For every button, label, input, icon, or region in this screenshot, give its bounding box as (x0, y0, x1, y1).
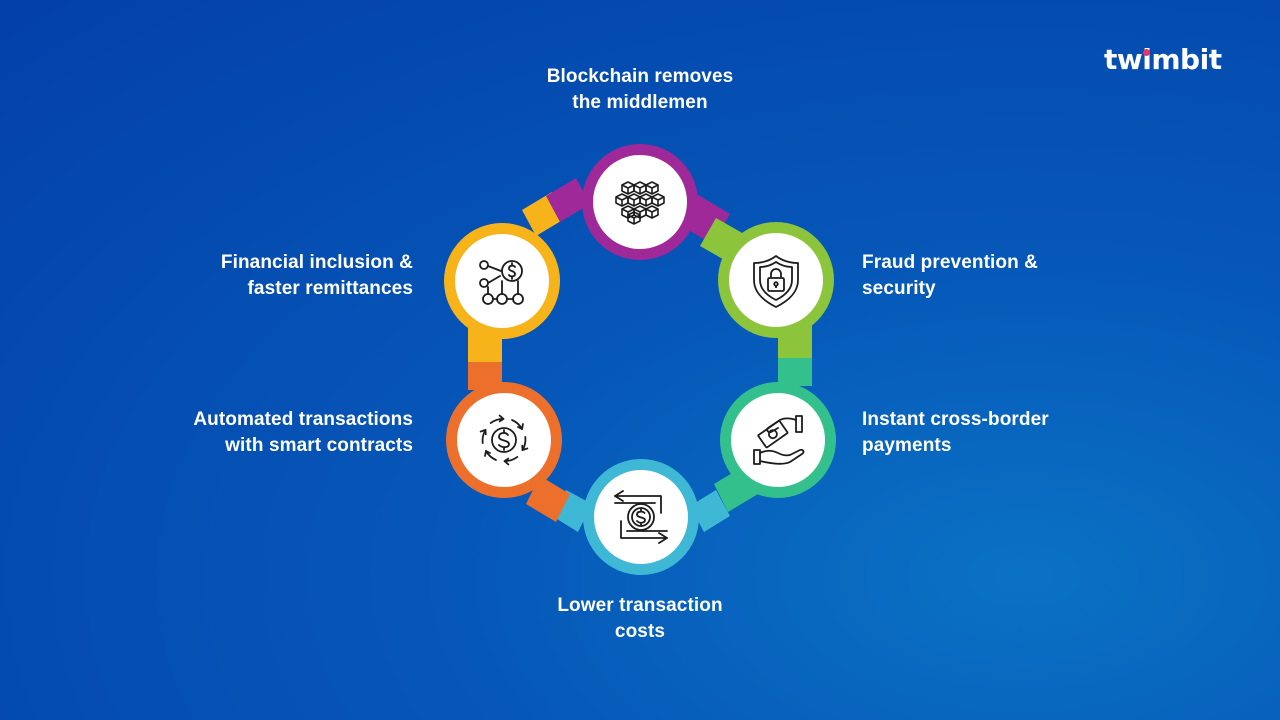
node-middlemen (582, 144, 698, 260)
node-fraud (718, 222, 834, 338)
label-automated-line2: with smart contracts (225, 435, 413, 456)
label-middlemen: Blockchain removes the middlemen (490, 64, 790, 116)
shield-lock-icon (753, 255, 799, 308)
label-automated-line1: Automated transactions (193, 409, 413, 430)
node-inclusion (444, 223, 560, 339)
node-payments (720, 382, 836, 498)
label-payments-line2: payments (862, 435, 952, 456)
dollar-network-icon (479, 260, 524, 305)
label-fraud: Fraud prevention & security (862, 250, 1162, 302)
node-automated (446, 382, 562, 498)
label-payments: Instant cross-border payments (862, 407, 1162, 459)
label-costs-line2: costs (614, 621, 666, 642)
label-inclusion: Financial inclusion & faster remittances (113, 250, 413, 302)
connector-costs-right (690, 490, 730, 532)
label-middlemen-line2: the middlemen (572, 92, 708, 113)
node-costs (583, 459, 699, 575)
node-fraud-disc (729, 233, 823, 327)
label-inclusion-line1: Financial inclusion & (220, 252, 413, 273)
dollar-cycle-icon (479, 414, 529, 466)
ring-nodes (444, 144, 836, 575)
label-costs: Lower transaction costs (490, 593, 790, 645)
label-costs-line1: Lower transaction (557, 595, 723, 616)
money-exchange-icon (614, 490, 668, 544)
ring-connectors (468, 178, 812, 532)
label-payments-line1: Instant cross-border (862, 409, 1049, 430)
blockchain-icon (615, 181, 665, 225)
label-automated: Automated transactions with smart contra… (113, 407, 413, 459)
label-fraud-line1: Fraud prevention & (862, 252, 1038, 273)
money-handshake-icon (753, 415, 805, 465)
logo-accent-dot (1143, 49, 1151, 56)
label-fraud-line2: security (862, 278, 936, 299)
connector-payments-top (778, 358, 812, 386)
connector-middlemen-left (546, 178, 590, 222)
label-inclusion-line2: faster remittances (247, 278, 413, 299)
label-middlemen-line1: Blockchain removes (546, 66, 734, 87)
